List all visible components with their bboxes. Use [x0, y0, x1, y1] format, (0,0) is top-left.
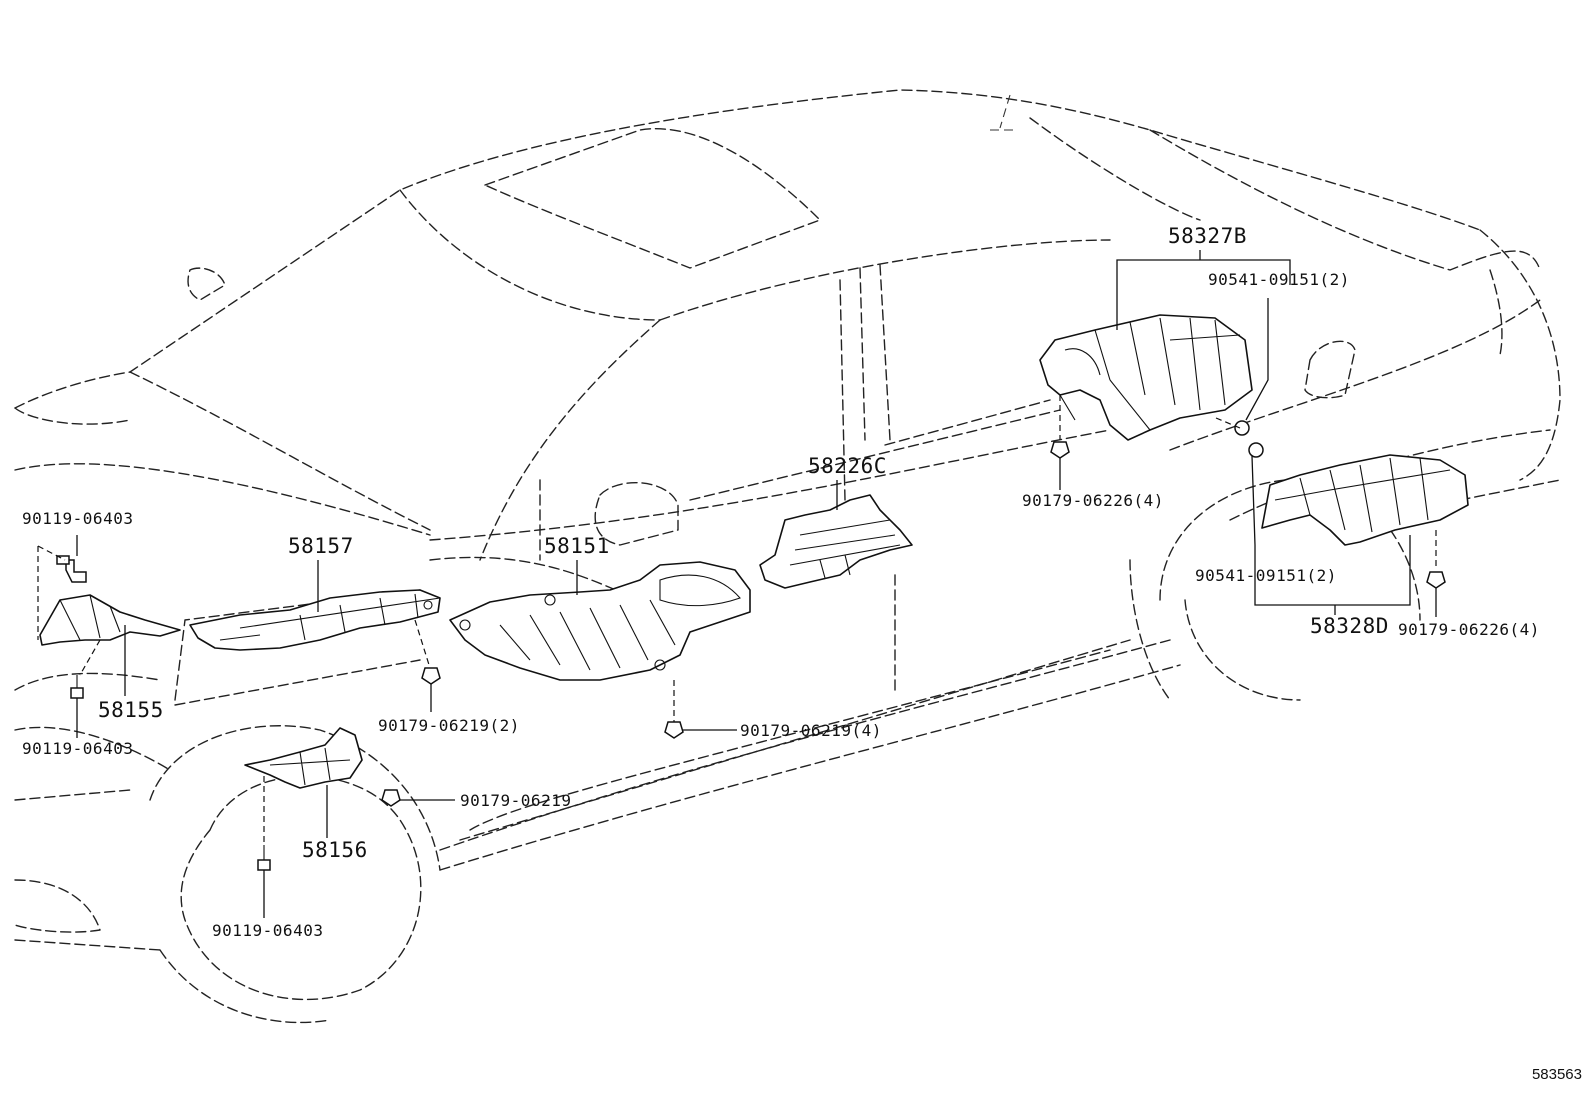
label-58328d: 58328D	[1310, 614, 1389, 638]
fastener-bolt-3	[257, 845, 271, 871]
label-90179-06219-2: 90179-06219(2)	[378, 716, 520, 735]
fastener-bolt-1	[56, 555, 87, 583]
label-90179-06219: 90179-06219	[460, 791, 572, 810]
leader-lines	[37, 250, 1437, 918]
fastener-nut-3	[421, 667, 441, 685]
part-58327b-shape	[1039, 314, 1253, 441]
label-58156: 58156	[302, 838, 368, 862]
label-58155: 58155	[98, 698, 164, 722]
figure-number: 583563	[1531, 1066, 1582, 1083]
part-58157-shape	[189, 589, 441, 651]
label-90541-09151-b: 90541-09151(2)	[1195, 566, 1337, 585]
part-58226c-shape	[759, 494, 913, 589]
fastener-nut-2	[1426, 571, 1446, 589]
fastener-nut-5	[381, 789, 401, 807]
label-90119-06403-c: 90119-06403	[212, 921, 324, 940]
label-90179-06226-b: 90179-06226(4)	[1398, 620, 1540, 639]
fastener-nut-4	[664, 721, 684, 739]
label-58226c: 58226C	[808, 454, 887, 478]
fastener-clip-2	[1248, 442, 1264, 458]
car-outline	[14, 89, 1561, 1024]
fastener-clip-1	[1234, 420, 1250, 436]
part-58155-shape	[39, 594, 181, 646]
label-58157: 58157	[288, 534, 354, 558]
label-58151: 58151	[544, 534, 610, 558]
part-58151-shape	[449, 561, 751, 681]
label-90179-06226-a: 90179-06226(4)	[1022, 491, 1164, 510]
part-58328d-shape	[1261, 454, 1469, 546]
fastener-bolt-2	[70, 675, 84, 699]
label-90119-06403-b: 90119-06403	[22, 739, 134, 758]
fastener-nut-1	[1050, 441, 1070, 459]
label-90179-06219-4: 90179-06219(4)	[740, 721, 882, 740]
label-90541-09151-a: 90541-09151(2)	[1208, 270, 1350, 289]
part-58156-shape	[244, 727, 363, 789]
label-90119-06403-a: 90119-06403	[22, 509, 134, 528]
label-58327b: 58327B	[1168, 224, 1247, 248]
